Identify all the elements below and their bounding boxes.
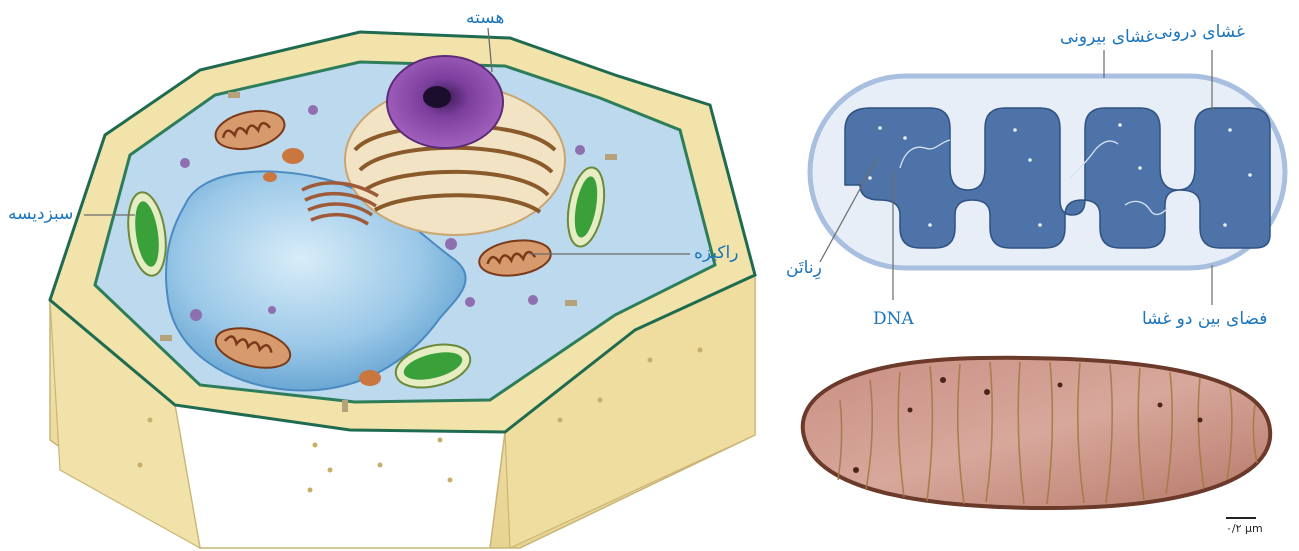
plasmodesma	[565, 300, 577, 306]
scale-bar-label: ۰/۲ μm	[1226, 522, 1263, 535]
plasmodesma	[342, 400, 348, 412]
label-dna: DNA	[873, 309, 914, 329]
label-intermembrane-space: فضای بین دو غشا	[1142, 309, 1267, 329]
plasmodesma	[160, 335, 172, 341]
label-inner-membrane: غشای درونی	[1154, 22, 1245, 42]
plasmodesma	[605, 154, 617, 160]
plant-cell-illustration	[50, 32, 755, 548]
label-mitochondrion: راکیزه	[694, 243, 738, 263]
plasmodesma	[228, 92, 240, 98]
label-nucleus: هسته	[466, 8, 504, 28]
label-ribosome: رِناتَن	[786, 258, 822, 278]
label-chloroplast: سبزدیسه	[8, 204, 73, 224]
mitochondrion-matrix	[845, 108, 1270, 248]
mitochondrion-micrograph	[803, 358, 1270, 508]
label-outer-membrane: غشای بیرونی	[1060, 27, 1154, 47]
mitochondrion-diagram	[810, 76, 1285, 268]
nucleolus	[423, 86, 451, 108]
